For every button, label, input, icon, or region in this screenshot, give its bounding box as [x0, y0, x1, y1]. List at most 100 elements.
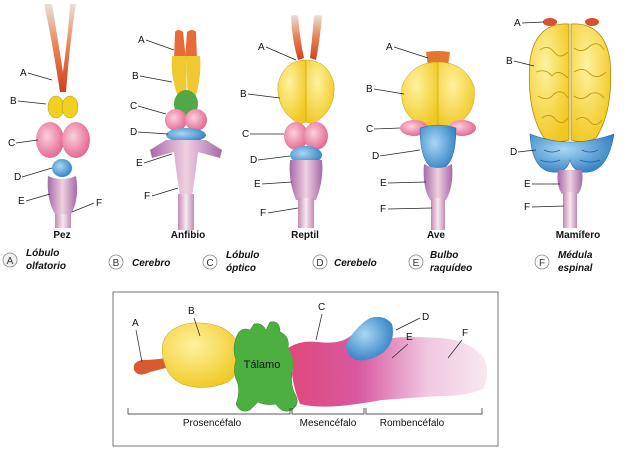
- embryo-label-a: A: [132, 318, 139, 329]
- reptile-label-c: C: [242, 129, 249, 140]
- amphibian-label-a: A: [138, 35, 145, 46]
- bird-label-c: C: [366, 124, 373, 135]
- fish-optic-lobe-right: [62, 122, 90, 158]
- amphibian-optic-right: [185, 109, 207, 131]
- mammal-label-f: F: [524, 202, 530, 213]
- embryo-label-c: C: [318, 302, 325, 313]
- fish-olfactory-tract-left: [44, 4, 66, 92]
- animal-label-mammal: Mamífero: [556, 230, 600, 241]
- reptile-cerebrum-right: [305, 59, 335, 125]
- embryo-hindbrain: [288, 318, 487, 407]
- region-brackets: [127, 408, 483, 415]
- svg-text:B: B: [113, 258, 120, 269]
- fish-brain: [36, 4, 90, 228]
- fish-label-d: D: [14, 172, 21, 183]
- bird-medulla: [423, 164, 453, 200]
- legend-item-f: F Médula espinal: [534, 250, 593, 274]
- mammal-cerebrum-left: [528, 23, 570, 142]
- mammal-olfactory-right: [585, 18, 599, 26]
- reptile-brain: [277, 15, 335, 228]
- mammal-label-e: E: [524, 179, 531, 190]
- amphibian-label-b: B: [132, 71, 139, 82]
- animal-label-bird: Ave: [427, 230, 445, 241]
- bird-label-f: F: [380, 204, 386, 215]
- bird-label-d: D: [372, 151, 379, 162]
- embryo-cerebrum: [162, 322, 241, 388]
- svg-text:Cerebelo: Cerebelo: [334, 258, 377, 269]
- bird-label-e: E: [380, 178, 387, 189]
- bird-brain: [400, 51, 476, 230]
- mammal-cerebrum-right: [570, 23, 612, 142]
- reptile-cerebellum: [290, 146, 322, 164]
- legend-item-a: A Lóbulo olfatorio: [2, 248, 66, 272]
- svg-text:A: A: [7, 256, 14, 267]
- mammal-cerebrum-folds: [535, 43, 607, 125]
- fish-label-e: E: [18, 196, 25, 207]
- legend: A Lóbulo olfatorio B Cerebro C Lóbulo óp…: [2, 248, 593, 274]
- amphibian-spinal-cord: [178, 194, 194, 230]
- embryo-label-d: D: [422, 312, 429, 323]
- svg-text:Médula: Médula: [558, 250, 593, 261]
- talamo-label: Tálamo: [244, 359, 281, 371]
- embryo-brain: [133, 316, 487, 412]
- mammal-brain: [528, 18, 615, 228]
- amphibian-medulla: [150, 140, 222, 196]
- fish-cerebrum-right: [61, 95, 79, 119]
- bird-spinal-cord: [431, 198, 445, 230]
- mammal-medulla: [557, 170, 583, 194]
- svg-text:espinal: espinal: [558, 263, 593, 274]
- amphibian-label-f: F: [144, 191, 150, 202]
- embryo-olfactory: [133, 358, 166, 375]
- bird-label-a: A: [386, 42, 393, 53]
- reptile-medulla: [289, 160, 323, 200]
- amphibian-label-e: E: [136, 158, 143, 169]
- embryo-label-b: B: [188, 306, 195, 317]
- mammal-label-b: B: [506, 56, 513, 67]
- amphibian-optic-left: [165, 109, 187, 131]
- reptile-optic-left: [284, 122, 308, 150]
- amphibian-brain: [150, 30, 222, 230]
- amphibian-label-d: D: [130, 127, 137, 138]
- embryo-cerebellum: [346, 316, 393, 361]
- reptile-olfactory-left: [291, 15, 304, 60]
- animal-label-amphibian: Anfibio: [171, 230, 205, 241]
- fish-label-b: B: [10, 96, 17, 107]
- fish-olfactory-tract-right: [60, 4, 76, 92]
- svg-text:raquídeo: raquídeo: [430, 263, 472, 274]
- reptile-cerebrum-left: [277, 59, 307, 125]
- fish-cerebellum: [52, 159, 72, 177]
- amphibian-label-c: C: [130, 101, 137, 112]
- fish-label-f: F: [96, 198, 102, 209]
- svg-text:E: E: [413, 258, 420, 269]
- amphibian-cerebrum-right: [186, 56, 201, 102]
- embryo-label-e: E: [406, 332, 413, 343]
- region-mesencephalon: Mesencéfalo: [300, 418, 357, 429]
- fish-label-c: C: [8, 138, 15, 149]
- amphibian-olfactory-left: [174, 30, 186, 60]
- bird-cerebrum-right: [437, 61, 475, 129]
- reptile-spinal-cord: [298, 198, 314, 228]
- legend-item-c: C Lóbulo óptico: [202, 250, 259, 274]
- reptile-label-b: B: [240, 89, 247, 100]
- svg-text:D: D: [316, 258, 323, 269]
- animal-label-reptile: Reptil: [291, 230, 319, 241]
- bird-cerebellum: [419, 124, 457, 171]
- svg-text:Lóbulo: Lóbulo: [226, 250, 259, 261]
- fish-label-a: A: [20, 68, 27, 79]
- fish-medulla: [47, 176, 78, 216]
- reptile-olfactory-right: [310, 15, 322, 60]
- svg-text:olfatorio: olfatorio: [26, 261, 66, 272]
- reptile-label-e: E: [254, 179, 261, 190]
- fish-cerebrum-left: [47, 95, 65, 119]
- svg-text:Bulbo: Bulbo: [430, 250, 458, 261]
- reptile-label-d: D: [250, 155, 257, 166]
- svg-text:C: C: [206, 258, 213, 269]
- legend-item-e: E Bulbo raquídeo: [408, 250, 472, 274]
- region-rhombencephalon: Rombencéfalo: [380, 418, 445, 429]
- legend-item-b: B Cerebro: [108, 254, 170, 270]
- svg-text:Cerebro: Cerebro: [132, 258, 170, 269]
- mammal-olfactory-left: [543, 18, 557, 26]
- embryo-label-f: F: [462, 328, 468, 339]
- fish-spinal-cord: [55, 214, 71, 228]
